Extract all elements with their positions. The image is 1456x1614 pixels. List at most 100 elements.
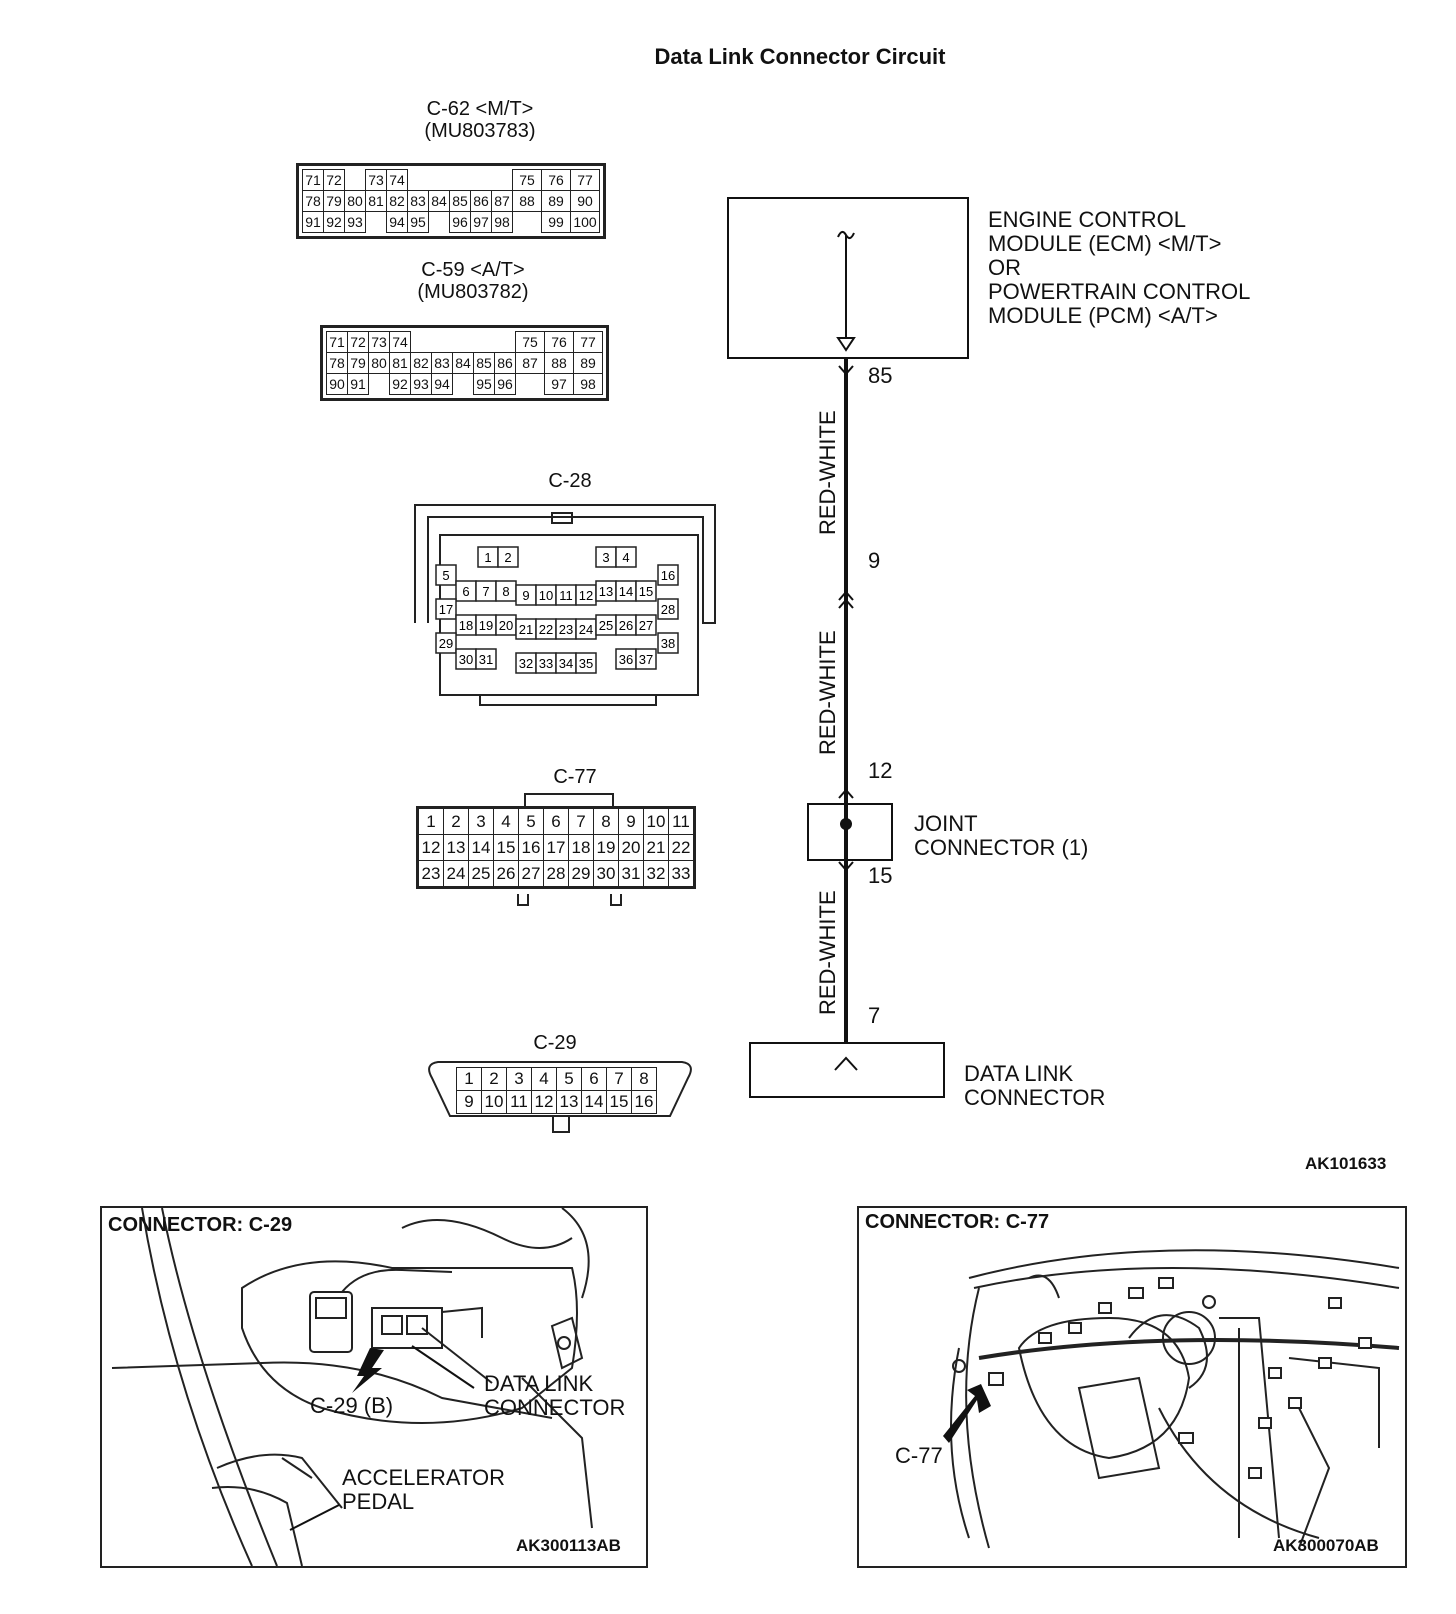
photo-c29-code: AK300113AB xyxy=(516,1536,621,1555)
pin-cell: 72 xyxy=(323,169,345,191)
pin-cell: 31 xyxy=(475,648,497,670)
pin-cell: 26 xyxy=(615,614,637,636)
pin-cell: 78 xyxy=(326,352,348,374)
c77-key-left xyxy=(517,894,529,906)
pin-blank xyxy=(492,170,513,191)
pin-cell: 25 xyxy=(595,614,617,636)
pin-cell: 3 xyxy=(468,808,494,835)
pin-cell: 92 xyxy=(323,211,345,233)
pin-12-label: 12 xyxy=(868,758,892,783)
pin-cell: 79 xyxy=(323,190,345,212)
pin-blank xyxy=(453,332,474,353)
svg-text:27: 27 xyxy=(639,618,653,633)
pin-cell: 27 xyxy=(635,614,657,636)
pin-cell: 19 xyxy=(475,614,497,636)
pin-cell: 77 xyxy=(573,331,603,353)
pin-cell: 18 xyxy=(568,834,594,861)
pin-cell: 20 xyxy=(495,614,517,636)
svg-text:22: 22 xyxy=(539,622,553,637)
dlc-label-line: CONNECTOR xyxy=(964,1085,1106,1110)
pin-cell: 3 xyxy=(506,1067,532,1091)
pin-cell: 15 xyxy=(493,834,519,861)
pin-cell: 17 xyxy=(543,834,569,861)
pin-cell: 85 xyxy=(449,190,471,212)
pin-cell: 20 xyxy=(618,834,644,861)
pin-cell: 79 xyxy=(347,352,369,374)
pin-blank xyxy=(345,170,366,191)
svg-text:26: 26 xyxy=(619,618,633,633)
pin-cell: 72 xyxy=(347,331,369,353)
c29-name: C-29 xyxy=(533,1032,577,1054)
pin-cell: 9 xyxy=(618,808,644,835)
joint-connector-box xyxy=(807,803,893,861)
svg-text:17: 17 xyxy=(439,602,453,617)
svg-text:6: 6 xyxy=(462,584,469,599)
pin-cell: 71 xyxy=(302,169,324,191)
terminal-7 xyxy=(834,1056,858,1071)
connector-c59-label: C-59 <A/T> (MU803782) xyxy=(393,259,553,303)
pin-blank xyxy=(453,374,474,395)
pin-cell: 15 xyxy=(635,580,657,602)
pin-cell: 75 xyxy=(512,169,542,191)
pin-cell: 85 xyxy=(473,352,495,374)
svg-text:36: 36 xyxy=(619,652,633,667)
pin-85-label: 85 xyxy=(868,363,892,388)
c59-name: C-59 <A/T> xyxy=(421,259,525,281)
pin-cell: 38 xyxy=(657,632,679,654)
pin-cell: 33 xyxy=(535,652,557,674)
pin-cell: 73 xyxy=(368,331,390,353)
svg-text:3: 3 xyxy=(602,550,609,565)
dashboard-illustration-c77 xyxy=(943,1249,1400,1549)
pin-cell: 7 xyxy=(606,1067,632,1091)
pin-cell: 11 xyxy=(555,584,577,606)
photo-panel-c29: CONNECTOR: C-29 C-29 (B) DATA LINK CONNE… xyxy=(100,1206,648,1568)
wire-color-2: RED-WHITE xyxy=(815,630,840,755)
svg-text:15: 15 xyxy=(639,584,653,599)
pin-cell: 4 xyxy=(615,546,637,568)
pin-blank xyxy=(516,374,545,395)
connector-c29-shell xyxy=(428,1061,692,1133)
pin-cell: 16 xyxy=(518,834,544,861)
pin-cell: 11 xyxy=(668,808,694,835)
pin-blank xyxy=(474,332,495,353)
pin-15-label: 15 xyxy=(868,863,892,888)
svg-text:13: 13 xyxy=(599,584,613,599)
pin-cell: 33 xyxy=(668,860,694,887)
c77-latch xyxy=(524,793,614,809)
ecm-box xyxy=(727,197,969,359)
svg-text:11: 11 xyxy=(559,588,573,603)
pin-cell: 91 xyxy=(302,211,324,233)
pin-blank xyxy=(369,374,390,395)
photo-panel-c77: CONNECTOR: C-77 C-77 AK300070AB xyxy=(857,1206,1407,1568)
pin-cell: 9 xyxy=(456,1090,482,1114)
pin-cell: 92 xyxy=(389,373,411,395)
pin-cell: 74 xyxy=(389,331,411,353)
pin-cell: 82 xyxy=(386,190,408,212)
dlc-box xyxy=(749,1042,945,1098)
photo-c77-callout: C-77 xyxy=(895,1443,943,1468)
pin-cell: 8 xyxy=(495,580,517,602)
pin-cell: 12 xyxy=(531,1090,557,1114)
svg-text:20: 20 xyxy=(499,618,513,633)
photo-c29-callout: C-29 (B) xyxy=(310,1393,394,1418)
pin-cell: 29 xyxy=(435,632,457,654)
pin-cell: 22 xyxy=(668,834,694,861)
pin-cell: 96 xyxy=(449,211,471,233)
pin-cell: 91 xyxy=(347,373,369,395)
pin-cell: 32 xyxy=(643,860,669,887)
pin-cell: 94 xyxy=(386,211,408,233)
terminal-15 xyxy=(838,861,854,872)
pin-blank xyxy=(432,332,453,353)
pin-cell: 75 xyxy=(515,331,545,353)
joint-connector-label: JOINT CONNECTOR (1) xyxy=(914,812,1088,860)
pin-cell: 13 xyxy=(443,834,469,861)
pin-cell: 80 xyxy=(344,190,366,212)
pin-cell: 3 xyxy=(595,546,617,568)
pin-cell: 87 xyxy=(491,190,513,212)
